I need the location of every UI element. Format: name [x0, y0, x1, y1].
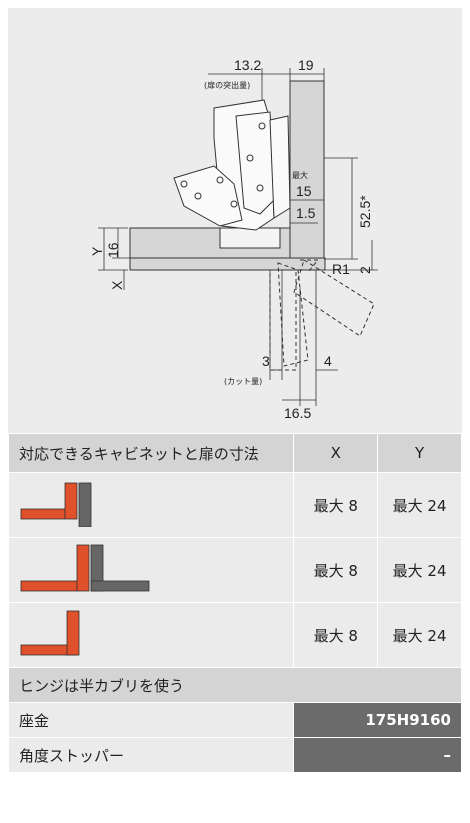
dim-13-2-note: (扉の突出量) — [204, 80, 250, 90]
dim-16: 16 — [105, 242, 121, 258]
row-3-x: 最大 8 — [293, 602, 379, 668]
door-edge-strip — [129, 257, 326, 271]
table-row: 最大 8 最大 24 — [7, 537, 462, 603]
dim-16-5: 16.5 — [284, 405, 311, 421]
hinge-dimension-diagram: 13.2 (扉の突出量) 19 最大 15 1.5 52.5* 16 Y X R… — [8, 8, 462, 433]
config-icon-half-overlay — [7, 537, 295, 603]
header-label: 対応できるキャビネットと扉の寸法 — [7, 433, 295, 473]
washer-row: 座金 175H9160 — [7, 702, 462, 738]
dim-13-2: 13.2 — [234, 57, 261, 73]
table-row: 最大 8 最大 24 — [7, 602, 462, 668]
stopper-label: 角度ストッパー — [7, 737, 295, 773]
table-header-row: 対応できるキャビネットと扉の寸法 X Y — [7, 433, 462, 473]
note-row: ヒンジは半カブリを使う — [8, 667, 462, 703]
dim-3: 3 — [262, 353, 270, 369]
hinge-cup — [219, 227, 281, 249]
row-2-x: 最大 8 — [293, 537, 379, 603]
dim-15: 15 — [296, 183, 312, 199]
row-2-y: 最大 24 — [377, 537, 462, 603]
compatibility-table: 対応できるキャビネットと扉の寸法 X Y 最大 8 最大 24 最大 8 最大 … — [7, 433, 462, 773]
dim-max-label: 最大 — [292, 170, 308, 180]
stopper-row: 角度ストッパー – — [7, 737, 462, 773]
open-door-outline — [269, 259, 375, 371]
row-1-y: 最大 24 — [377, 472, 462, 538]
hinge-note: ヒンジは半カブリを使う — [8, 667, 462, 703]
washer-label: 座金 — [7, 702, 295, 738]
config-icon-overlay — [7, 472, 295, 538]
dim-4: 4 — [324, 353, 332, 369]
dim-52-5: 52.5* — [357, 195, 373, 228]
dim-19: 19 — [298, 57, 314, 73]
header-y: Y — [377, 433, 462, 473]
dim-r1: R1 — [332, 261, 350, 277]
table-row: 最大 8 最大 24 — [7, 472, 462, 538]
row-1-x: 最大 8 — [293, 472, 379, 538]
label-y: Y — [89, 246, 105, 256]
stopper-value: – — [293, 737, 462, 773]
washer-value: 175H9160 — [293, 702, 462, 738]
dim-2: 2 — [357, 266, 373, 274]
label-x: X — [109, 280, 125, 290]
header-x: X — [293, 433, 379, 473]
cabinet-side-panel — [289, 80, 325, 260]
dim-1-5: 1.5 — [296, 205, 316, 221]
config-icon-inset — [7, 602, 295, 668]
row-3-y: 最大 24 — [377, 602, 462, 668]
dim-3-note: (カット量) — [224, 377, 262, 386]
hinge-arm — [173, 99, 291, 231]
